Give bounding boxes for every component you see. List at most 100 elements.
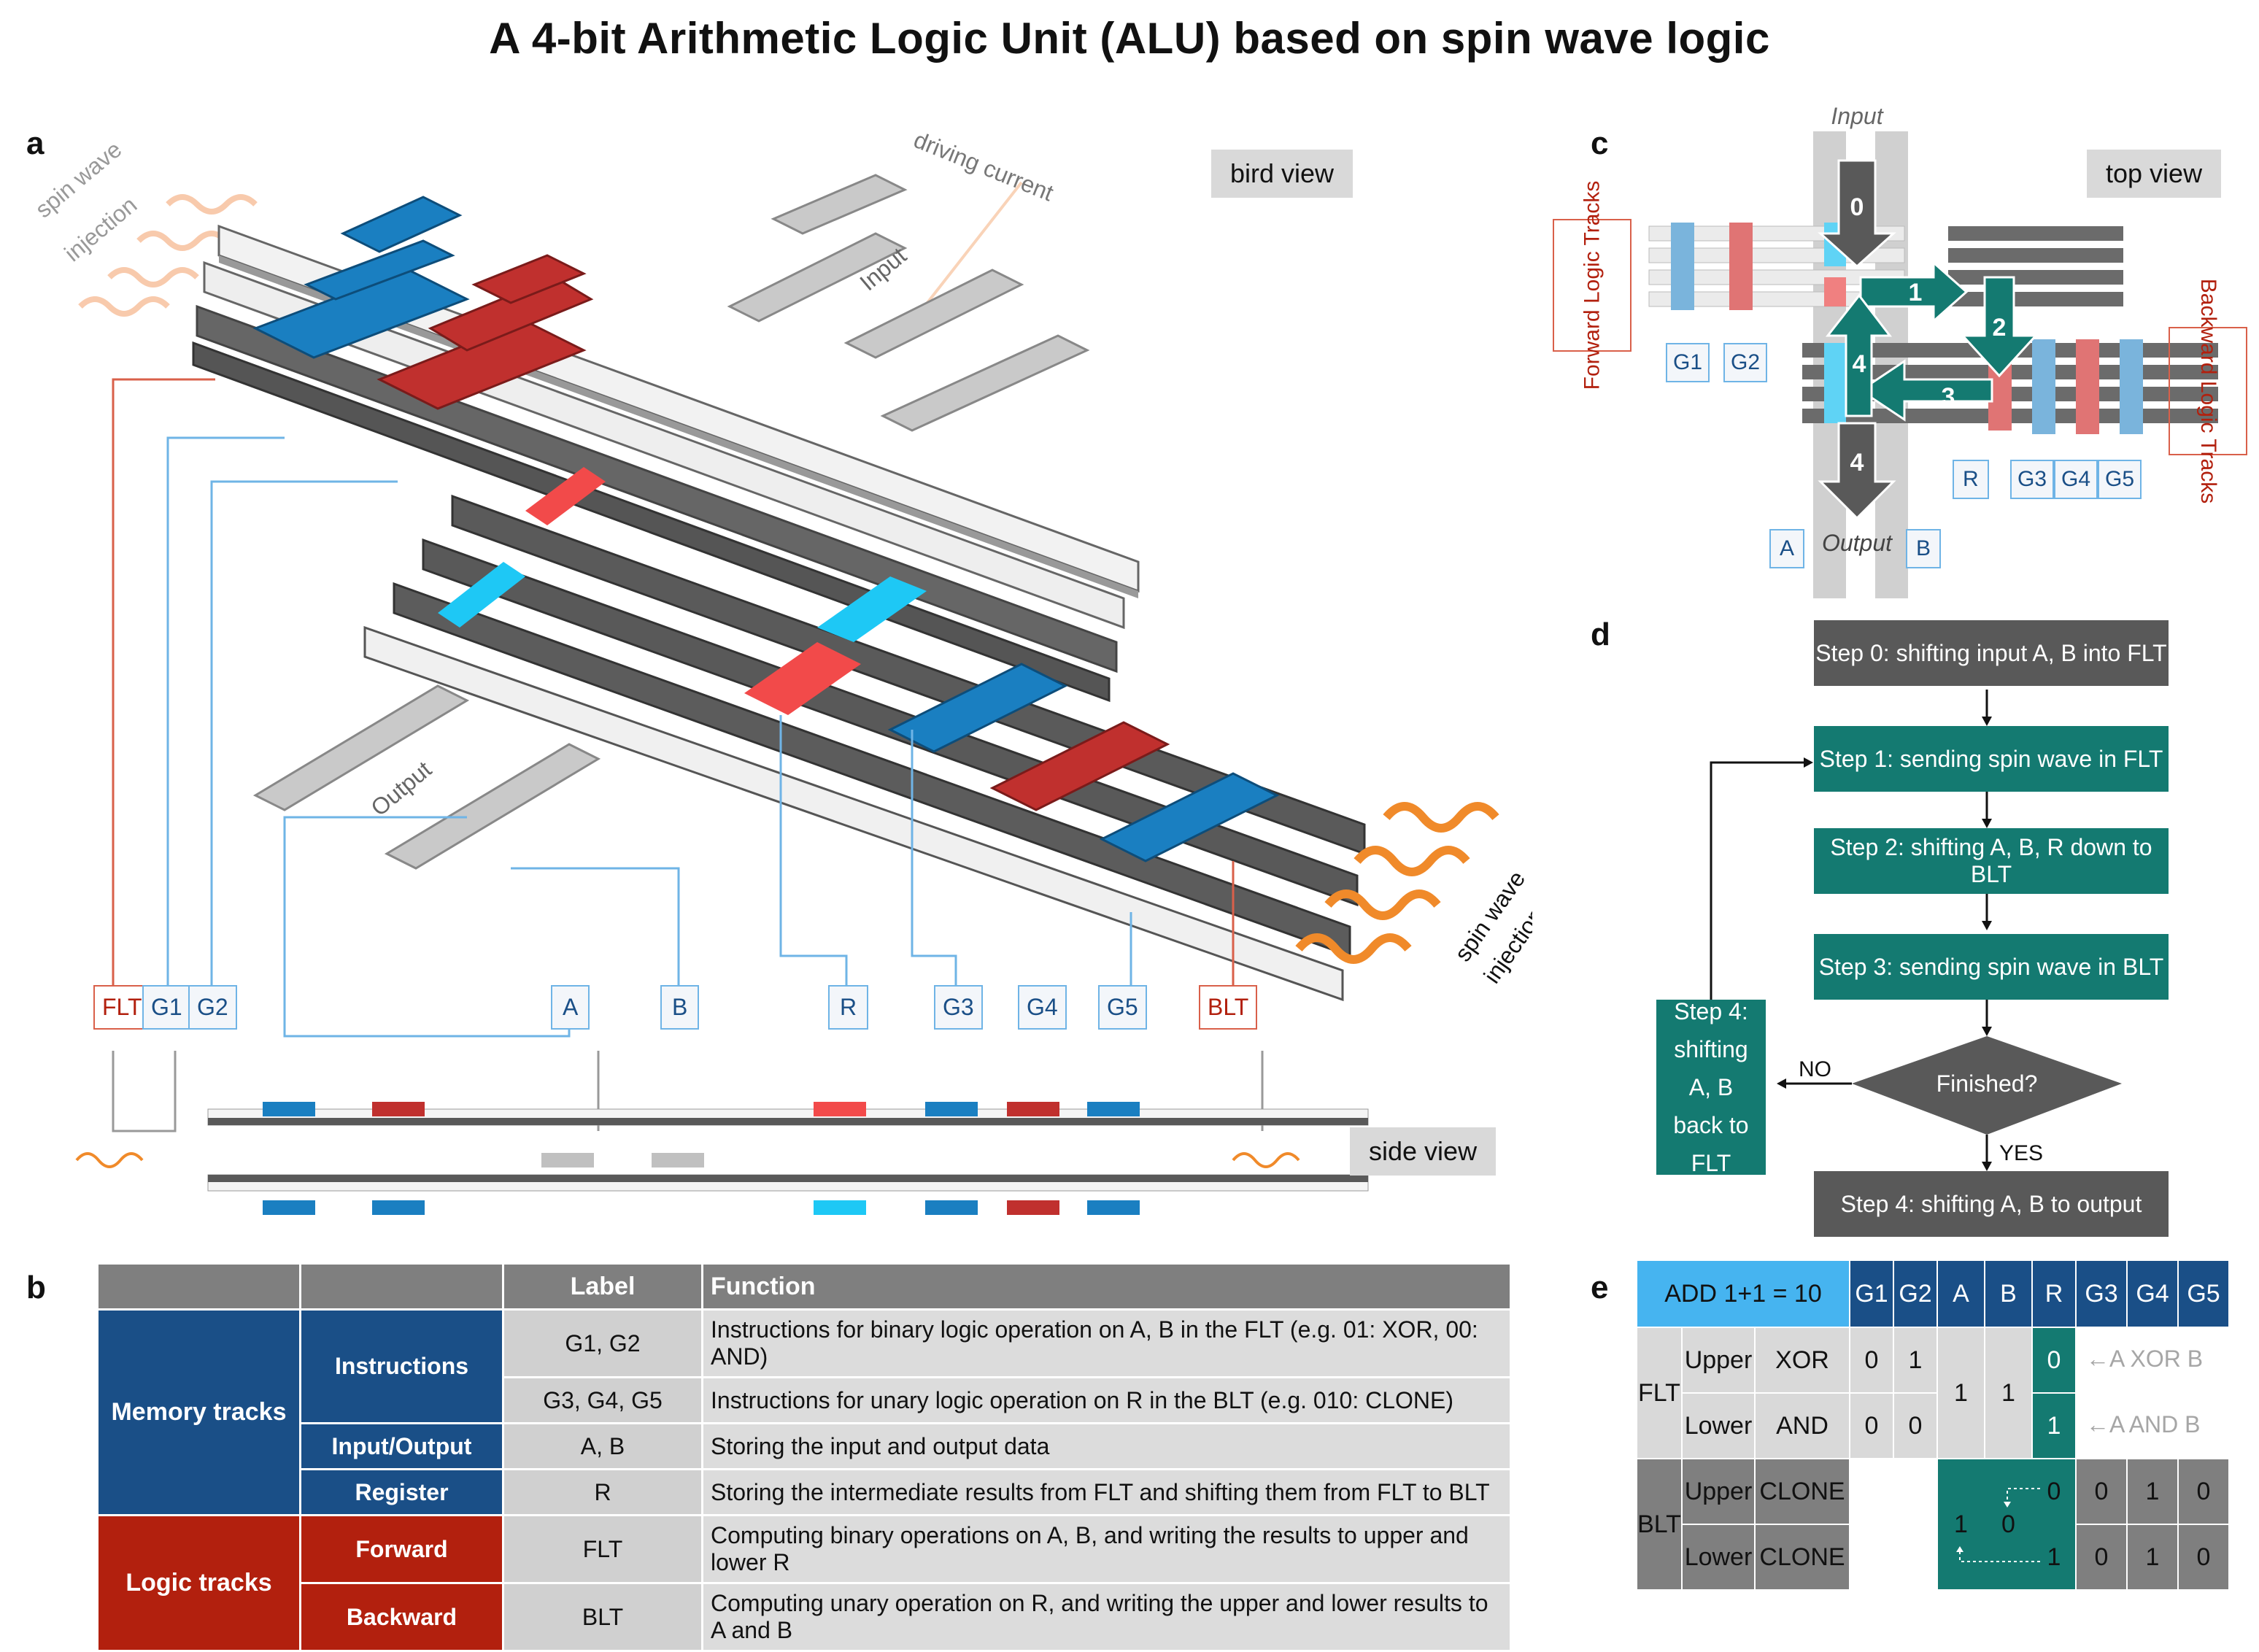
flt-row-label: FLT: [1637, 1328, 1681, 1458]
b-label-box: B: [660, 985, 700, 1030]
a-label-c: A: [1769, 529, 1805, 568]
table-header-function: Function: [701, 1262, 1512, 1311]
header-g2: G2: [1893, 1261, 1936, 1327]
flt-lower-g1: 0: [1850, 1394, 1893, 1458]
table-row-label: G1, G2: [502, 1308, 703, 1378]
memory-tracks-cell: Memory tracks: [96, 1308, 301, 1516]
figure-title: A 4-bit Arithmetic Logic Unit (ALU) base…: [489, 14, 1770, 63]
xor-annotation: ←A XOR B: [2086, 1346, 2204, 1372]
step-4-down-arrow-icon: [1818, 422, 1896, 520]
flt-upper-r: 0: [2033, 1328, 2075, 1392]
blt-upper-r: 0: [2047, 1477, 2061, 1505]
blt-a: 1: [1954, 1510, 1968, 1538]
header-g1: G1: [1849, 1261, 1893, 1327]
blt-upper-label: Upper: [1683, 1459, 1754, 1524]
spin-wave-right-icon: [1295, 802, 1499, 964]
step-0-arrow-icon: [1818, 159, 1896, 269]
g2-label-box: G2: [188, 985, 237, 1030]
g3-label-c: G3: [2010, 460, 2055, 499]
spin-wave-side-right-icon: [1232, 1152, 1300, 1168]
table-row-function: Instructions for unary logic operation o…: [701, 1376, 1512, 1424]
step-1-box: Step 1: sending spin wave in FLT: [1814, 726, 2169, 792]
no-label: NO: [1799, 1057, 1831, 1081]
blt-lower-label: Lower: [1683, 1525, 1754, 1589]
panel-label-c: c: [1591, 126, 1609, 161]
logic-tracks-cell: Logic tracks: [96, 1514, 301, 1652]
blt-lower-g4: 1: [2128, 1525, 2177, 1589]
table-row-function: Computing unary operation on R, and writ…: [701, 1582, 1512, 1652]
r-label-box: R: [828, 985, 869, 1030]
panel-label-e: e: [1591, 1270, 1609, 1305]
flt-lower-label: Lower: [1683, 1394, 1754, 1458]
table-row-label: G3, G4, G5: [502, 1376, 703, 1424]
xor-op: XOR: [1756, 1328, 1849, 1392]
header-a: A: [1936, 1261, 1984, 1327]
flt-label-box: FLT: [93, 985, 151, 1030]
flt-b: 1: [1985, 1328, 2031, 1458]
header-g4: G4: [2126, 1261, 2177, 1327]
and-op: AND: [1756, 1394, 1849, 1458]
g2-label-c: G2: [1723, 343, 1768, 382]
table-header-label: Label: [502, 1262, 703, 1311]
g1-label-c: G1: [1666, 343, 1710, 382]
side-view-tag: side view: [1350, 1127, 1497, 1176]
g4-label-box: G4: [1018, 985, 1067, 1030]
header-add: ADD 1+1 = 10: [1637, 1261, 1849, 1327]
header-g5: G5: [2177, 1261, 2228, 1327]
g5-label-box: G5: [1098, 985, 1147, 1030]
table-row-label: BLT: [502, 1582, 703, 1652]
forward-cell: Forward: [299, 1514, 504, 1584]
blt-upper-g3: 0: [2077, 1459, 2126, 1524]
step-2-box: Step 2: shifting A, B, R down to BLT: [1814, 828, 2169, 894]
clone-op-lower: CLONE: [1756, 1525, 1849, 1589]
input-label-c: Input: [1831, 103, 1883, 129]
svg-text:3: 3: [1942, 383, 1955, 411]
g3-label-box: G3: [934, 985, 983, 1030]
b-label-c: B: [1906, 529, 1942, 568]
table-row-label: FLT: [502, 1514, 703, 1584]
input-tracks: [727, 174, 1090, 432]
spin-wave-side-left-icon: [75, 1152, 144, 1168]
blt-teal-block: [1938, 1459, 2075, 1589]
svg-text:0: 0: [1850, 193, 1864, 221]
step-1-arrow-icon: [1859, 260, 1969, 324]
r-label-c: R: [1953, 460, 1989, 499]
flt-upper-g2: 1: [1894, 1328, 1936, 1392]
instructions-cell: Instructions: [299, 1308, 504, 1424]
step-3-arrow-icon: [1858, 359, 1993, 422]
table-row-function: Storing the intermediate results from FL…: [701, 1468, 1512, 1516]
g4-label-c: G4: [2054, 460, 2098, 499]
forward-logic-tracks-box: Forward Logic Tracks: [1553, 181, 1632, 390]
yes-label: YES: [1999, 1141, 2043, 1165]
panel-label-a: a: [26, 126, 45, 161]
driving-current-label: driving current: [910, 126, 1057, 206]
header-b: B: [1984, 1261, 2031, 1327]
svg-text:4: 4: [1853, 350, 1866, 378]
g1-label-box: G1: [142, 985, 191, 1030]
header-r: R: [2031, 1261, 2075, 1327]
top-view-tag: top view: [2087, 150, 2222, 198]
flt-lower-r: 1: [2033, 1394, 2075, 1458]
step-4-output-box: Step 4: shifting A, B to output: [1814, 1171, 2169, 1237]
step-3-box: Step 3: sending spin wave in BLT: [1814, 934, 2169, 1000]
svg-text:4: 4: [1850, 449, 1864, 476]
step-4-loop-box: Step 4: shifting A, B back to FLT: [1656, 998, 1766, 1176]
svg-text:1: 1: [1909, 279, 1923, 306]
flt-a: 1: [1938, 1328, 1984, 1458]
flt-upper-g1: 0: [1850, 1328, 1893, 1392]
a-label-box: A: [551, 985, 590, 1030]
decision-diamond: [1852, 1036, 2122, 1135]
backward-logic-tracks-box: Backward Logic Tracks: [2169, 279, 2247, 503]
clone-op-upper: CLONE: [1756, 1459, 1849, 1524]
svg-text:injection: injection: [59, 191, 142, 266]
backward-cell: Backward: [299, 1582, 504, 1652]
table-row-function: Computing binary operations on A, B, and…: [701, 1514, 1512, 1584]
spin-wave-left-icon: [78, 194, 258, 317]
blt-upper-g5: 0: [2179, 1459, 2228, 1524]
table-header-blank-2: [299, 1262, 504, 1311]
blt-label-box: BLT: [1199, 985, 1258, 1030]
panel-label-d: d: [1591, 617, 1610, 652]
g1-track: [252, 196, 470, 359]
step-2-arrow-icon: [1960, 276, 2039, 378]
flt-upper-label: Upper: [1683, 1328, 1754, 1392]
